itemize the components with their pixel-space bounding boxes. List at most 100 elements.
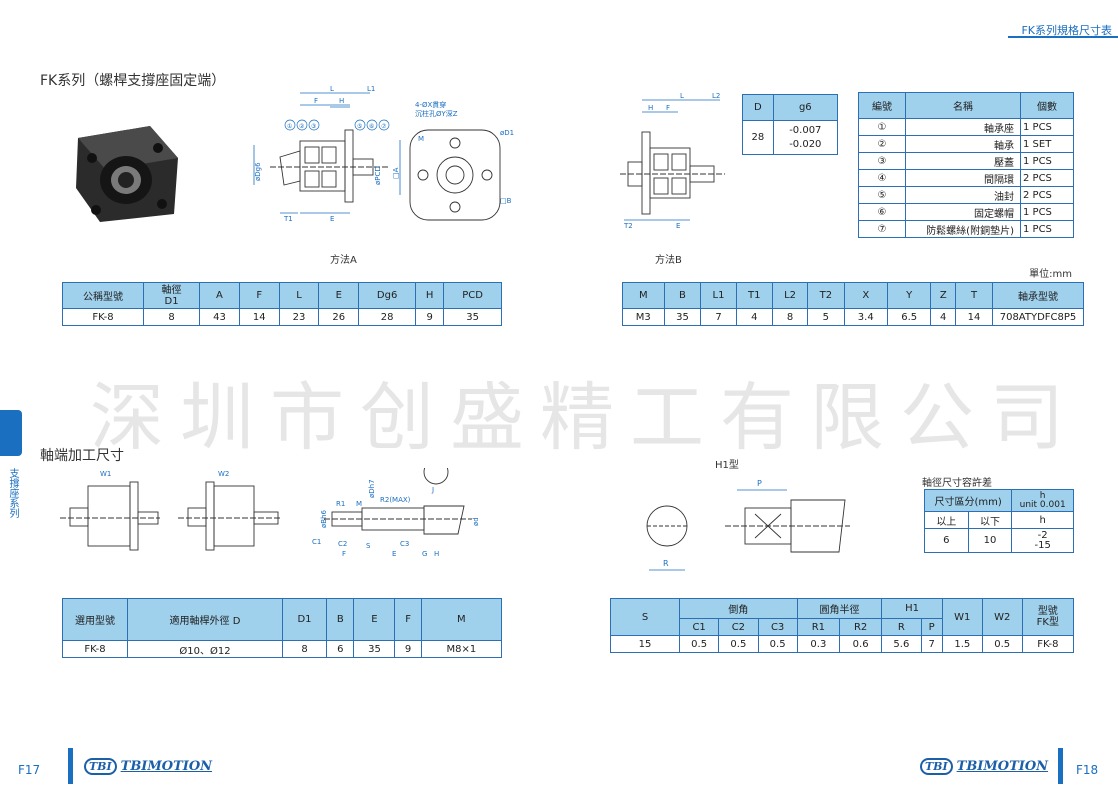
cell: 1 PCS: [1020, 152, 1074, 170]
cell: 8: [142, 308, 201, 326]
cell: 15: [610, 635, 680, 653]
cell: ③: [858, 152, 906, 170]
d-g6-table: D g6 28 -0.007 -0.020: [742, 94, 839, 155]
cell: 0.5: [981, 635, 1023, 653]
footer-bar-left: [68, 748, 73, 784]
section-title-shaft: 軸端加工尺寸: [40, 448, 124, 464]
tbi-mark: TBI: [84, 758, 117, 775]
th-h-sup: h: [1039, 490, 1046, 501]
side-tab: [0, 410, 22, 456]
th: C3: [757, 618, 798, 636]
cell: 0.5: [718, 635, 759, 653]
cell: 間隔環: [905, 169, 1021, 187]
cell: ⑤: [858, 186, 906, 204]
cell: 0.5: [757, 635, 798, 653]
cell: 4: [735, 308, 773, 326]
cell: 2 PCS: [1020, 186, 1074, 204]
dim-r2: R2(MAX): [380, 496, 411, 504]
cell: 10: [967, 528, 1013, 553]
dim-c2: C2: [338, 540, 347, 548]
brand-name: TBIMOTION: [120, 759, 213, 774]
callout-6: ⑥: [369, 123, 374, 130]
th: L2: [771, 282, 809, 309]
holes-note-2: 沉柱孔ØY深Z: [415, 109, 458, 118]
th: T1: [735, 282, 773, 309]
th: H1: [881, 598, 943, 619]
th: F: [394, 598, 422, 641]
callout-5: ⑤: [357, 123, 362, 130]
th: M: [622, 282, 665, 309]
th: 軸徑 D1: [142, 282, 201, 309]
dim-l: L: [330, 85, 334, 93]
callout-7: ⑦: [381, 123, 387, 130]
cell: 6.5: [886, 308, 932, 326]
cell: ⑦: [858, 220, 906, 238]
cell: 油封: [905, 186, 1021, 204]
dim-h-b: H: [648, 104, 653, 112]
th-unit-val: 0.001: [1039, 499, 1066, 510]
th: 型號 FK型: [1021, 598, 1075, 636]
cell: ②: [858, 135, 906, 153]
cell: ①: [858, 118, 906, 136]
section-title-fk: FK系列（螺桿支撐座固定端）: [40, 73, 226, 89]
cell: h: [1011, 511, 1074, 529]
cell: 0.5: [678, 635, 720, 653]
th: 倒角: [679, 598, 798, 619]
th: F: [238, 282, 280, 309]
th: 選用型號: [62, 598, 128, 641]
cell: FK-8: [1021, 635, 1075, 653]
th: A: [199, 282, 240, 309]
cell: 35: [663, 308, 702, 326]
dim-m-shaft: M: [356, 500, 362, 508]
cell: 1 PCS: [1020, 203, 1074, 221]
dim-f-b: F: [666, 104, 670, 112]
dim-t2: T2: [623, 222, 633, 230]
th: B: [663, 282, 702, 309]
dim-e-b: E: [676, 222, 680, 230]
brand-name: TBIMOTION: [956, 759, 1049, 774]
th-name: 名稱: [905, 92, 1021, 119]
dim-t1: T1: [283, 215, 293, 223]
dim-l2: L2: [712, 92, 720, 100]
cell: 固定螺帽: [905, 203, 1021, 221]
dim-pcd: øPCD: [374, 166, 382, 185]
dim-f: F: [314, 97, 318, 105]
td-g6: -0.007 -0.020: [772, 120, 839, 155]
th-d: D: [742, 94, 774, 121]
th: Dg6: [358, 282, 417, 309]
drawing-h1: P R: [646, 479, 850, 571]
shaft-tol-table: 尺寸區分(mm) h unit 0.001 以上 以下 h 6 10 -2 -1…: [923, 489, 1074, 553]
shaft-tol-title: 軸徑尺寸容許差: [922, 478, 992, 489]
cell: 2 PCS: [1020, 169, 1074, 187]
th-qty: 個數: [1020, 92, 1074, 119]
th-no: 編號: [858, 92, 906, 119]
dim-c3: C3: [400, 540, 409, 548]
cell: ④: [858, 169, 906, 187]
cell: 1 PCS: [1020, 220, 1074, 238]
th: 圓角半徑: [796, 598, 883, 619]
tbi-mark: TBI: [920, 758, 953, 775]
th: E: [318, 282, 360, 309]
footer-bar-right: [1058, 748, 1063, 784]
cell: 軸承座: [905, 118, 1021, 136]
cell: 以上: [924, 511, 969, 529]
table-row: 6 10 -2 -15: [924, 528, 1074, 553]
cell: 壓蓋: [905, 152, 1021, 170]
cell: 23: [278, 308, 320, 326]
cell: 8: [771, 308, 809, 326]
th: R: [881, 618, 922, 636]
cell: -2 -15: [1011, 528, 1074, 553]
th-size: 尺寸區分(mm): [923, 489, 1013, 512]
dim-d: ød: [472, 517, 480, 526]
product-photo: [76, 126, 178, 222]
dim-p: P: [757, 479, 762, 488]
th-h-unit: h unit 0.001: [1011, 489, 1074, 512]
dim-d1-flange: øD1: [500, 129, 514, 137]
cell: M3: [622, 308, 665, 326]
